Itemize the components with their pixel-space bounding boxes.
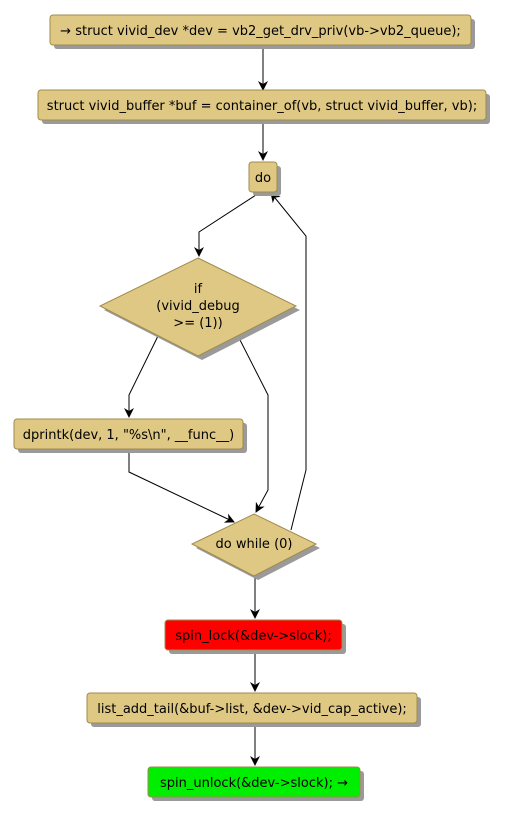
edge-if-to-do-while (237, 335, 269, 513)
node-do[interactable]: do (248, 161, 281, 196)
node-if-label-line1: if (194, 282, 203, 297)
node-container-of-label: struct vivid_buffer *buf = container_of(… (47, 99, 477, 114)
node-spin-lock-label: spin_lock(&dev->slock); (175, 629, 331, 644)
node-if-label-line2: (vivid_debug (156, 299, 239, 314)
node-dprintk[interactable]: dprintk(dev, 1, "%s\n", __func__) (13, 418, 247, 453)
node-do-label: do (255, 171, 271, 186)
node-list-add-tail-label: list_add_tail(&buf->list, &dev->vid_cap_… (97, 702, 407, 717)
edge-do-while-loop-back-to-do (270, 192, 307, 531)
node-do-while-label: do while (0) (216, 537, 293, 552)
edge-if-to-dprintk (124, 335, 159, 418)
edge-do-to-if (194, 194, 257, 257)
edges (124, 45, 307, 766)
node-spin-lock[interactable]: spin_lock(&dev->slock); (164, 619, 346, 654)
node-container-of[interactable]: struct vivid_buffer *buf = container_of(… (37, 89, 490, 124)
node-if-decision[interactable]: if (vivid_debug >= (1)) (98, 257, 300, 360)
node-if-label-line3: >= (1)) (173, 316, 222, 331)
node-list-add-tail[interactable]: list_add_tail(&buf->list, &dev->vid_cap_… (86, 692, 421, 727)
node-do-while-decision[interactable]: do while (0) (190, 513, 320, 580)
edge-dprintk-to-do-while (128, 450, 235, 523)
node-dprintk-label: dprintk(dev, 1, "%s\n", __func__) (23, 428, 234, 443)
node-get-drv-priv-label: → struct vivid_dev *dev = vb2_get_drv_pr… (60, 24, 461, 39)
node-spin-unlock[interactable]: spin_unlock(&dev->slock); → (147, 766, 364, 801)
node-spin-unlock-label: spin_unlock(&dev->slock); → (160, 776, 348, 791)
node-get-drv-priv[interactable]: → struct vivid_dev *dev = vb2_get_drv_pr… (49, 14, 475, 49)
